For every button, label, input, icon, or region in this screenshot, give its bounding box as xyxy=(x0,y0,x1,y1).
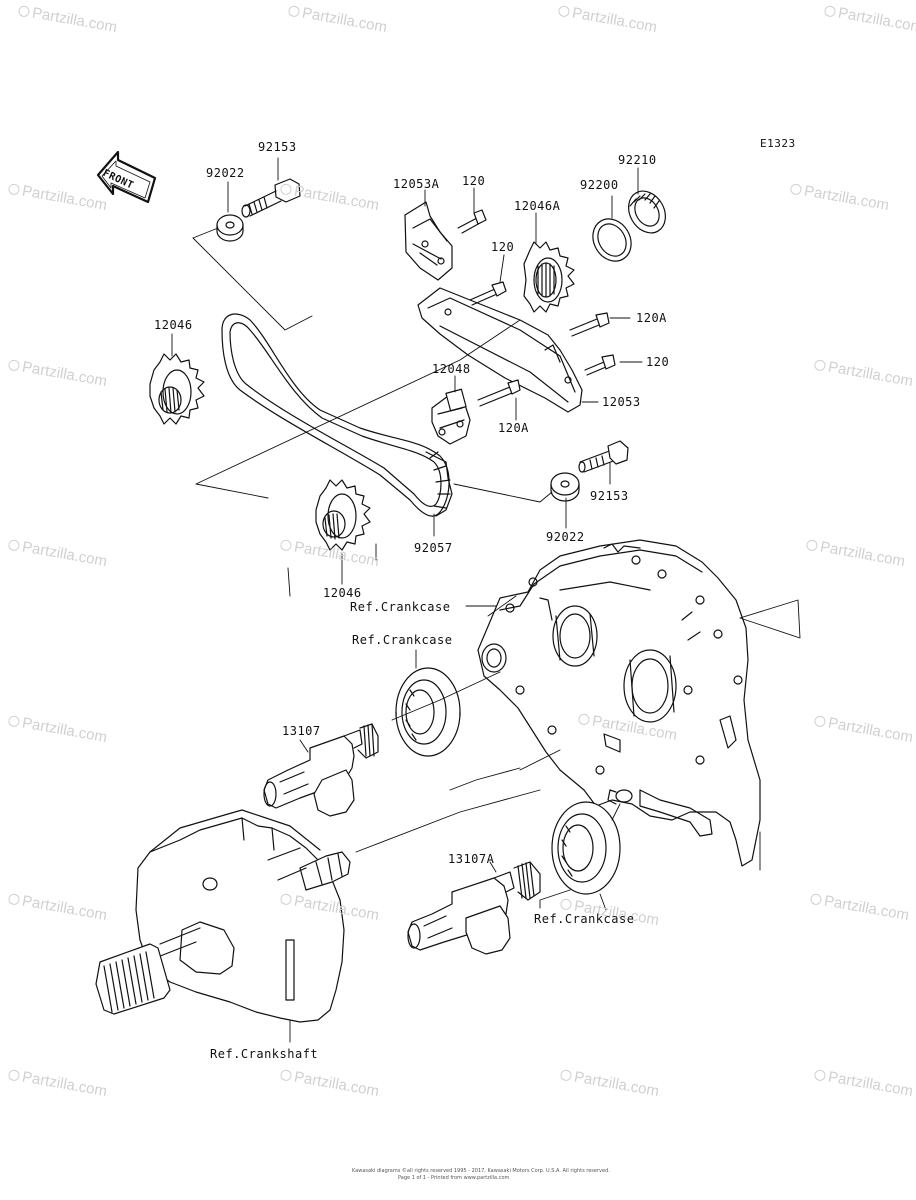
bolt-120-c xyxy=(585,355,615,375)
chain-guide-12053A xyxy=(405,202,452,280)
washer-92022-top xyxy=(217,215,243,241)
tensioner-12048 xyxy=(432,389,470,444)
crankshaft-ref xyxy=(96,810,350,1022)
sprocket-12046-top xyxy=(150,354,204,424)
part-label-92153-top: 92153 xyxy=(258,140,297,154)
shim-92200 xyxy=(585,212,638,268)
part-label-12053A: 12053A xyxy=(393,177,440,191)
bolt-120-b xyxy=(470,282,506,305)
part-label-12046A: 12046A xyxy=(514,199,561,213)
footer-page: Page 1 of 1 - Printed from www.partzilla… xyxy=(398,1175,510,1181)
part-label-12046-bottom: 12046 xyxy=(323,586,362,600)
leader-lines xyxy=(193,228,800,1042)
bolt-120-a xyxy=(458,210,486,233)
ref-label-crankcase-1: Ref.Crankcase xyxy=(350,600,451,614)
part-label-13107: 13107 xyxy=(282,724,321,738)
footer-copyright: Kawasaki diagrams ©all rights reserved 1… xyxy=(352,1168,610,1174)
bolt-120A-lower xyxy=(478,380,520,406)
bearing-ref-crankcase-lower xyxy=(552,802,620,894)
part-label-120A-right: 120A xyxy=(636,311,667,325)
part-label-120A-lower: 120A xyxy=(498,421,529,435)
ref-label-crankcase-2: Ref.Crankcase xyxy=(352,633,453,647)
part-label-92210: 92210 xyxy=(618,153,657,167)
part-label-92153-right: 92153 xyxy=(590,489,629,503)
nut-92210 xyxy=(621,184,672,239)
part-label-92022-top: 92022 xyxy=(206,166,245,180)
crankcase-ref xyxy=(478,540,760,866)
part-label-92057: 92057 xyxy=(414,541,453,555)
shaft-13107 xyxy=(264,724,378,816)
sprocket-12046A xyxy=(524,242,574,312)
part-label-12048: 12048 xyxy=(432,362,471,376)
shaft-13107A xyxy=(408,862,540,954)
bolt-92153-right xyxy=(579,441,628,472)
label-ticks xyxy=(172,158,642,872)
washer-92022-right xyxy=(551,473,579,501)
bolt-120A-right xyxy=(570,313,609,336)
part-label-92022-right: 92022 xyxy=(546,530,585,544)
part-label-120-c: 120 xyxy=(646,355,670,369)
part-label-92200: 92200 xyxy=(580,178,619,192)
diagram-code: E1323 xyxy=(760,137,796,150)
bolt-92153-top xyxy=(242,179,300,217)
part-label-120-a: 120 xyxy=(462,174,486,188)
ref-label-crankshaft: Ref.Crankshaft xyxy=(210,1047,319,1061)
chain-guide-12053 xyxy=(418,288,582,412)
ref-label-crankcase-3: Ref.Crankcase xyxy=(534,912,635,926)
front-arrow-icon xyxy=(98,152,155,202)
part-label-12046-top: 12046 xyxy=(154,318,193,332)
cam-chain-92057 xyxy=(222,314,452,516)
part-label-13107A: 13107A xyxy=(448,852,495,866)
part-label-120-b: 120 xyxy=(491,240,515,254)
sprocket-12046-bottom xyxy=(316,480,370,550)
bearing-ref-crankcase-upper xyxy=(396,668,460,756)
part-label-12053: 12053 xyxy=(602,395,641,409)
